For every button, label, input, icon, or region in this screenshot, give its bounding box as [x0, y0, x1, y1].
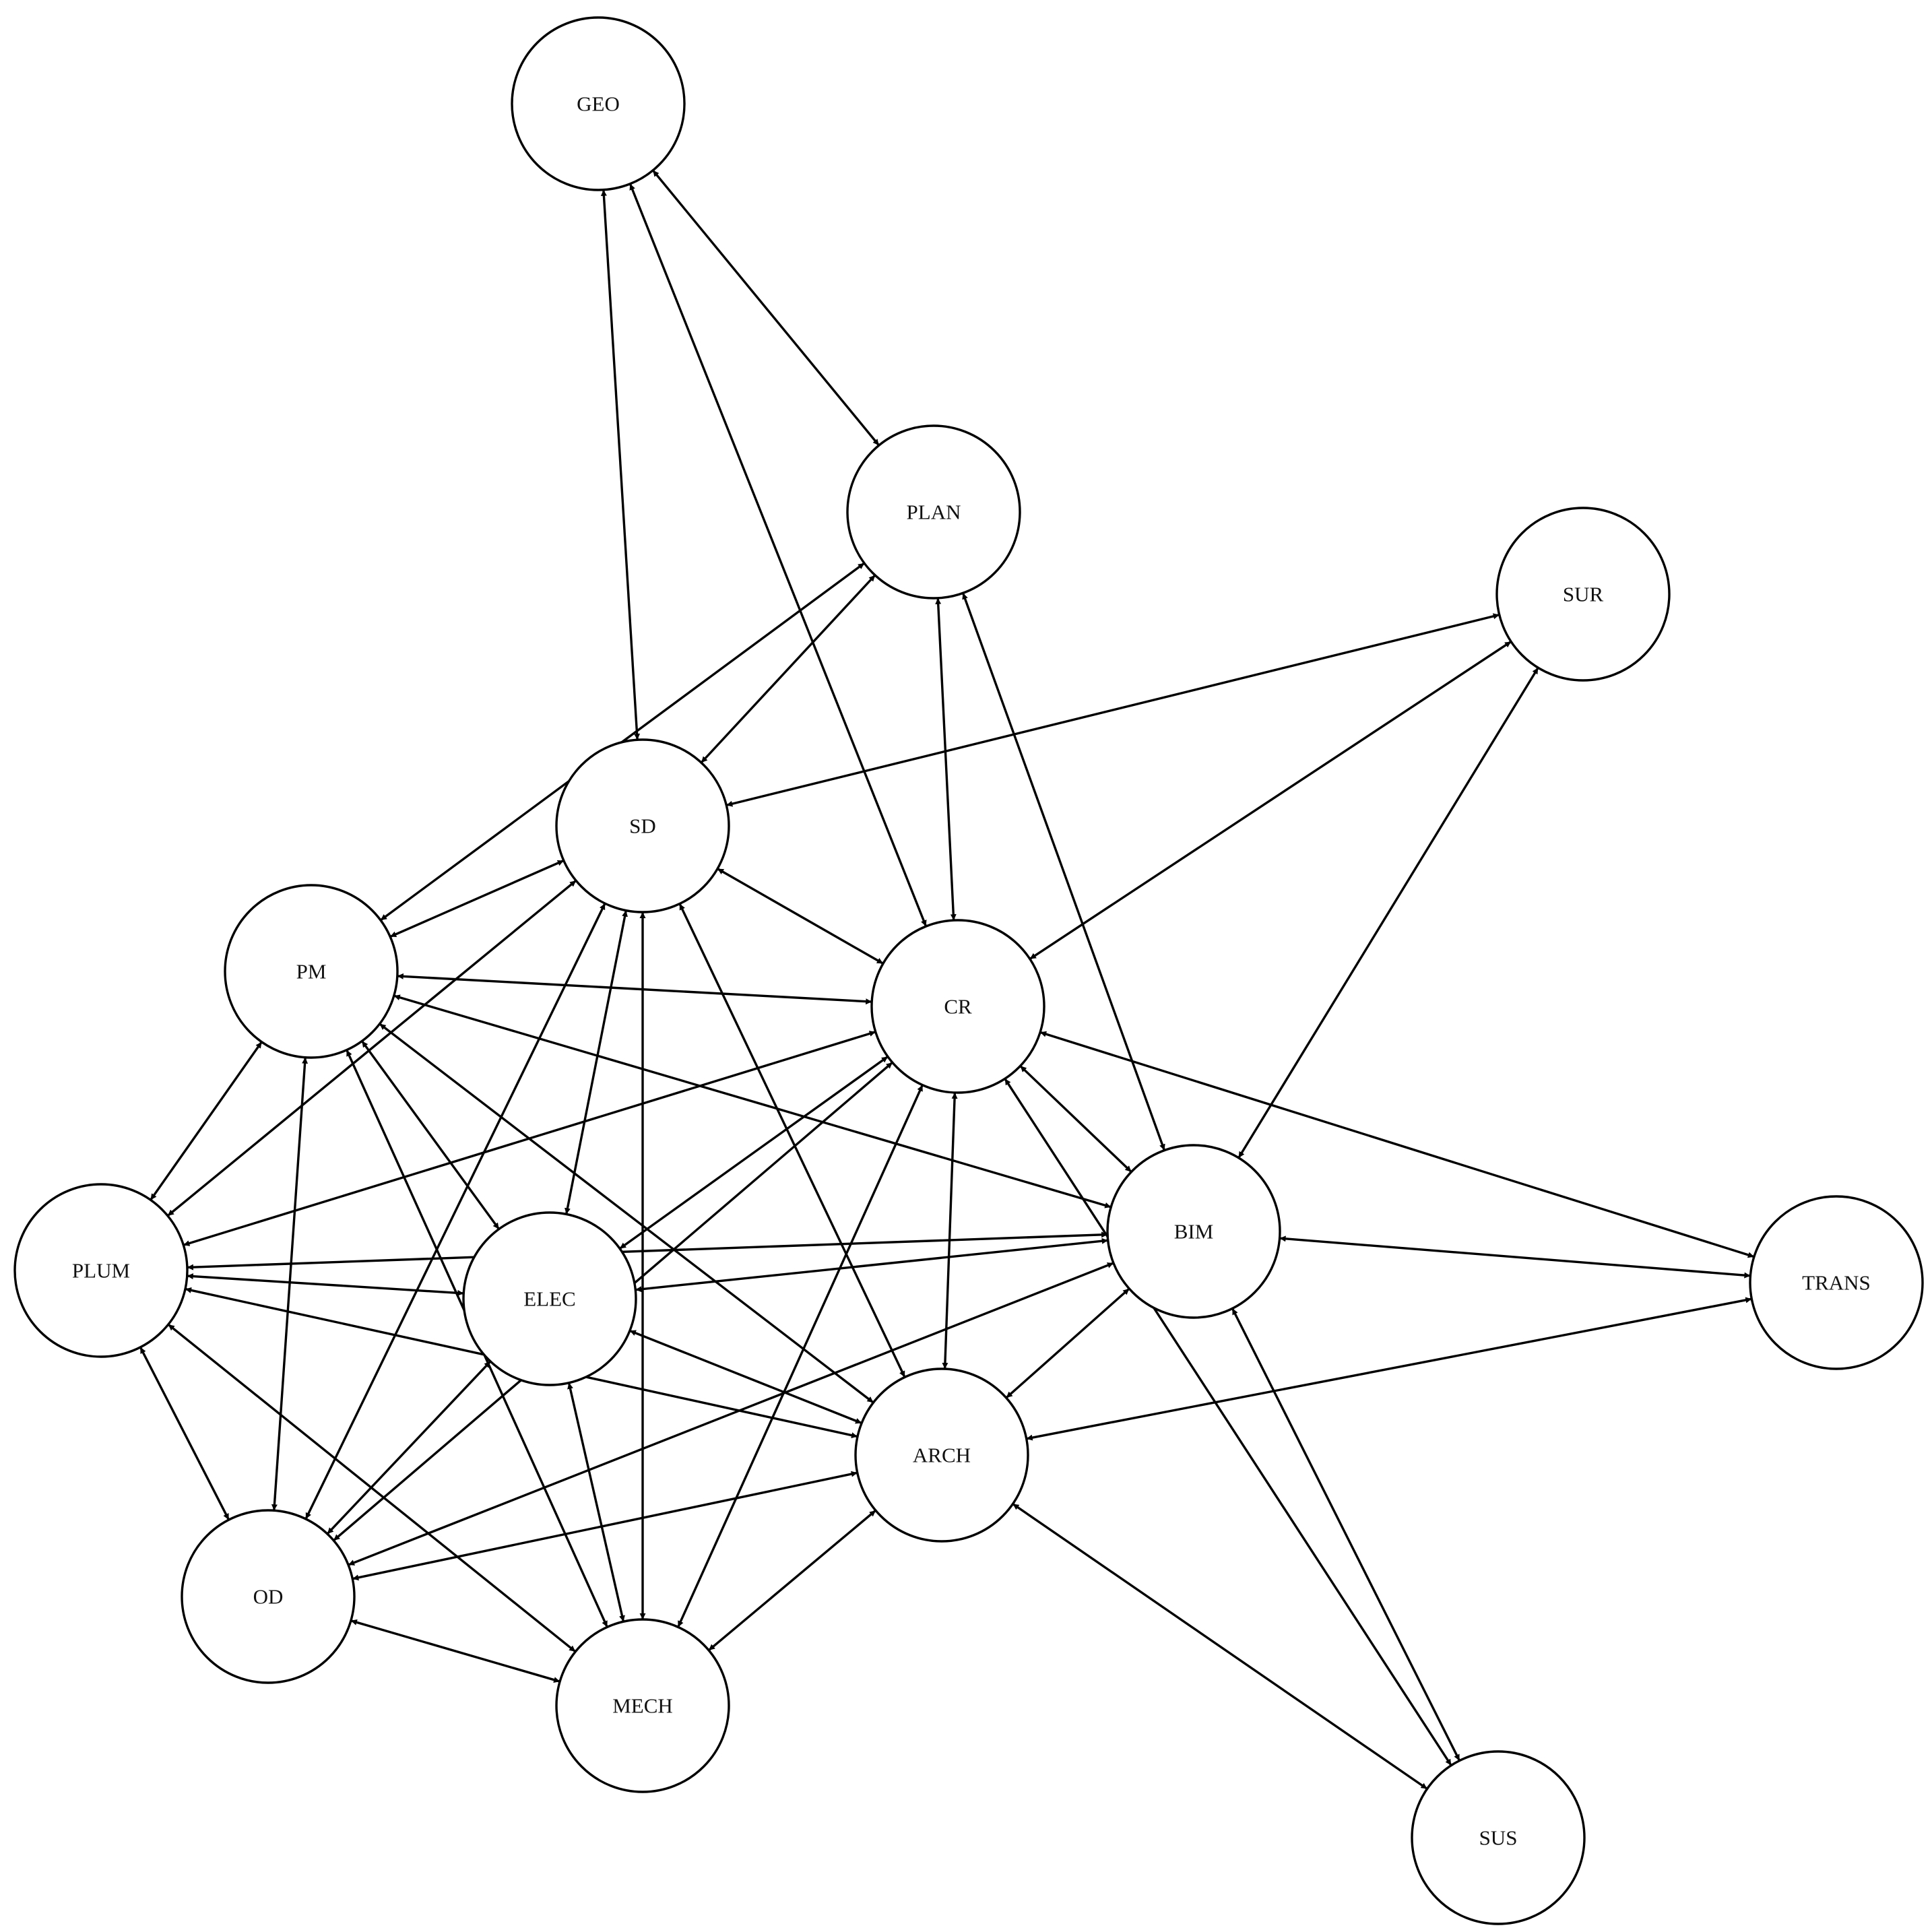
- edge-sd-arch: [678, 903, 906, 1378]
- node-arch: ARCH: [854, 1367, 1029, 1543]
- edges-layer: [139, 169, 1755, 1790]
- node-label: SUS: [1479, 1826, 1518, 1850]
- node-od: OD: [181, 1509, 356, 1684]
- edge-arch-mech: [708, 1509, 876, 1652]
- node-circle: [511, 16, 686, 191]
- edge-elec-mech: [567, 1382, 625, 1622]
- node-pm: PM: [224, 884, 399, 1059]
- edge-bim-trans: [1279, 1235, 1751, 1279]
- node-circle: [224, 884, 399, 1059]
- node-elec: ELEC: [462, 1211, 637, 1386]
- node-label: GEO: [577, 92, 620, 116]
- edge-geo-sd: [600, 189, 641, 740]
- edge-sd-cr: [717, 868, 884, 965]
- node-circle: [1411, 1750, 1586, 1925]
- edge-sd-pm: [389, 859, 565, 938]
- node-circle: [1749, 1195, 1924, 1370]
- edge-plum-bim: [187, 1231, 1108, 1270]
- edge-cr-mech: [677, 1084, 924, 1628]
- node-circle: [13, 1183, 189, 1358]
- edge-geo-plan: [651, 169, 880, 447]
- node-circle: [854, 1367, 1029, 1543]
- node-mech: MECH: [555, 1618, 730, 1793]
- edge-arch-sus: [1012, 1503, 1428, 1790]
- edge-plan-cr: [935, 598, 957, 921]
- node-label: PLAN: [907, 501, 961, 524]
- edge-od-mech: [350, 1619, 560, 1683]
- node-circle: [870, 919, 1045, 1094]
- node-sus: SUS: [1411, 1750, 1586, 1925]
- node-label: PM: [296, 960, 327, 984]
- node-label: OD: [253, 1585, 284, 1609]
- node-plan: PLAN: [846, 424, 1021, 600]
- node-trans: TRANS: [1749, 1195, 1924, 1370]
- edge-sur-sd: [726, 613, 1500, 807]
- edge-cr-elec: [619, 1056, 889, 1250]
- node-plum: PLUM: [13, 1183, 189, 1358]
- edge-pm-cr: [397, 973, 872, 1005]
- edge-arch-trans: [1026, 1297, 1752, 1441]
- node-bim: BIM: [1106, 1144, 1281, 1319]
- edge-elec-od: [326, 1360, 492, 1535]
- node-label: BIM: [1174, 1220, 1214, 1244]
- node-circle: [555, 738, 730, 913]
- node-label: MECH: [612, 1694, 673, 1718]
- edge-sur-cr: [1029, 641, 1512, 960]
- node-label: SUR: [1563, 583, 1604, 606]
- node-sd: SD: [555, 738, 730, 913]
- node-label: ELEC: [523, 1287, 576, 1311]
- edge-arch-od: [352, 1471, 858, 1581]
- node-label: TRANS: [1802, 1271, 1871, 1295]
- node-cr: CR: [870, 919, 1045, 1094]
- node-circle: [846, 424, 1021, 600]
- node-circle: [181, 1509, 356, 1684]
- node-label: SD: [629, 814, 656, 838]
- node-label: PLUM: [72, 1259, 130, 1283]
- edge-cr-bim: [1019, 1065, 1132, 1173]
- node-circle: [1106, 1144, 1281, 1319]
- node-circle: [1495, 507, 1671, 682]
- edge-bim-arch: [1005, 1287, 1130, 1399]
- edge-plum-od: [139, 1347, 230, 1520]
- edge-pm-elec: [360, 1040, 501, 1230]
- node-sur: SUR: [1495, 507, 1671, 682]
- edge-sur-bim: [1237, 667, 1539, 1159]
- edge-pm-plum: [150, 1041, 263, 1201]
- node-circle: [462, 1211, 637, 1386]
- node-geo: GEO: [511, 16, 686, 191]
- nodes-layer: GEO PLAN SUR SD PM CR PLUM ELEC BIM TRANS ARCH OD ME…: [13, 16, 1924, 1925]
- node-label: CR: [944, 995, 972, 1019]
- node-label: ARCH: [913, 1444, 971, 1467]
- node-circle: [555, 1618, 730, 1793]
